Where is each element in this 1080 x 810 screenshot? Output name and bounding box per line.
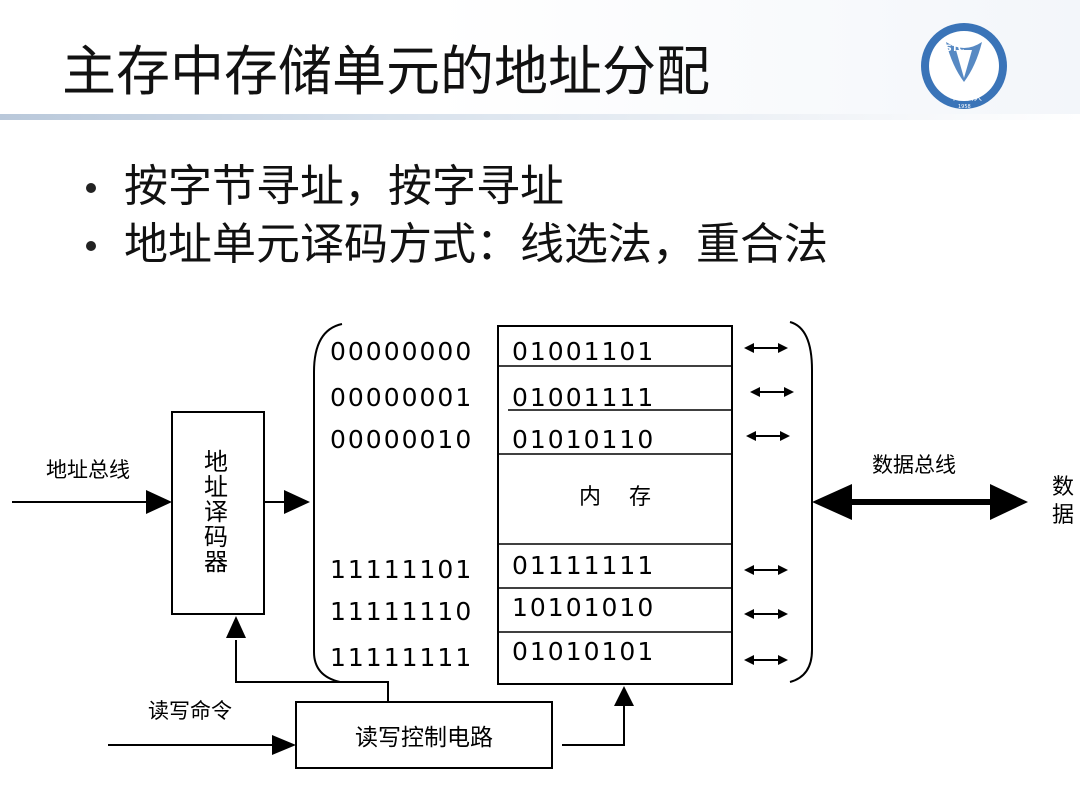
title-band	[0, 0, 1080, 118]
memory-address-diagram: 地址总线 地 址 译 码 器 00000000 00000001 0000001…	[12, 321, 1074, 769]
ustc-logo: USTC 中国科大 1958	[921, 23, 1007, 110]
control-to-memory-line	[562, 704, 625, 746]
memory-cell-value: 01111111	[512, 551, 655, 580]
memory-cell-value: 01010110	[512, 425, 655, 454]
address-value: 11111101	[330, 555, 473, 584]
cell-io-arrows	[744, 343, 794, 665]
double-arrow-icon	[744, 565, 788, 575]
memory-cell-value: 10101010	[512, 593, 655, 622]
address-value: 11111111	[330, 643, 473, 672]
logo-year: 1958	[958, 104, 971, 110]
rw-control-label: 读写控制电路	[355, 725, 493, 751]
bullet-item: 按字节寻址，按字寻址	[80, 158, 828, 216]
data-side-char: 数	[1052, 475, 1074, 500]
decoder-char: 器	[204, 548, 228, 576]
address-value: 00000010	[330, 425, 473, 454]
data-side-char: 据	[1052, 503, 1074, 528]
decoder-char: 地	[204, 448, 228, 476]
bullet-dot	[86, 241, 96, 251]
control-to-memory-arrow	[614, 686, 634, 706]
memory-label: 内 存	[579, 485, 651, 510]
bullet-text: 按字节寻址，按字寻址	[124, 161, 564, 212]
memory-data-list: 01001101 01001111 01010110 01111111 1010…	[512, 337, 655, 666]
address-bus-label: 地址总线	[46, 458, 130, 482]
decoder-char: 译	[204, 498, 228, 526]
address-brace-left	[313, 323, 343, 683]
bullet-item: 地址单元译码方式：线选法，重合法	[80, 216, 828, 274]
data-brace-right	[789, 321, 813, 683]
control-to-decoder-arrow	[226, 616, 246, 638]
double-arrow-icon	[750, 387, 794, 397]
memory-cell-value: 01001101	[512, 337, 655, 366]
address-value: 11111110	[330, 597, 473, 626]
decoder-output-arrow	[284, 490, 310, 514]
bullet-text: 地址单元译码方式：线选法，重合法	[124, 219, 828, 270]
double-arrow-icon	[746, 431, 790, 441]
bullet-list: 按字节寻址，按字寻址 地址单元译码方式：线选法，重合法	[80, 158, 828, 274]
address-decoder-label: 地 址 译 码 器	[204, 448, 228, 576]
decoder-char: 码	[204, 523, 228, 551]
double-arrow-icon	[744, 655, 788, 665]
decoder-char: 址	[204, 473, 228, 501]
double-arrow-icon	[744, 609, 788, 619]
data-side-label: 数 据	[1052, 475, 1074, 528]
bullet-dot	[86, 183, 96, 193]
title-divider	[0, 114, 1080, 120]
control-to-decoder-line	[235, 640, 389, 702]
address-decoder-box	[171, 411, 265, 615]
slide-title: 主存中存储单元的地址分配	[62, 40, 710, 103]
address-value: 00000001	[330, 383, 473, 412]
double-arrow-icon	[744, 343, 788, 353]
data-bus-label: 数据总线	[872, 453, 956, 477]
logo-subtext: 中国科大	[950, 92, 982, 102]
address-bus-arrow	[146, 490, 172, 514]
address-value: 00000000	[330, 337, 473, 366]
rw-command-label: 读写命令	[148, 699, 232, 723]
logo-text: USTC	[938, 44, 965, 54]
address-list: 00000000 00000001 00000010 11111101 1111…	[330, 337, 473, 672]
memory-cell-value: 01010101	[512, 637, 655, 666]
data-bus-arrow	[812, 484, 1028, 520]
memory-cell-dividers	[498, 365, 732, 633]
memory-cell-value: 01001111	[512, 383, 655, 412]
rw-command-arrow	[272, 735, 296, 755]
rw-control-box	[295, 701, 553, 769]
memory-block	[497, 325, 733, 685]
